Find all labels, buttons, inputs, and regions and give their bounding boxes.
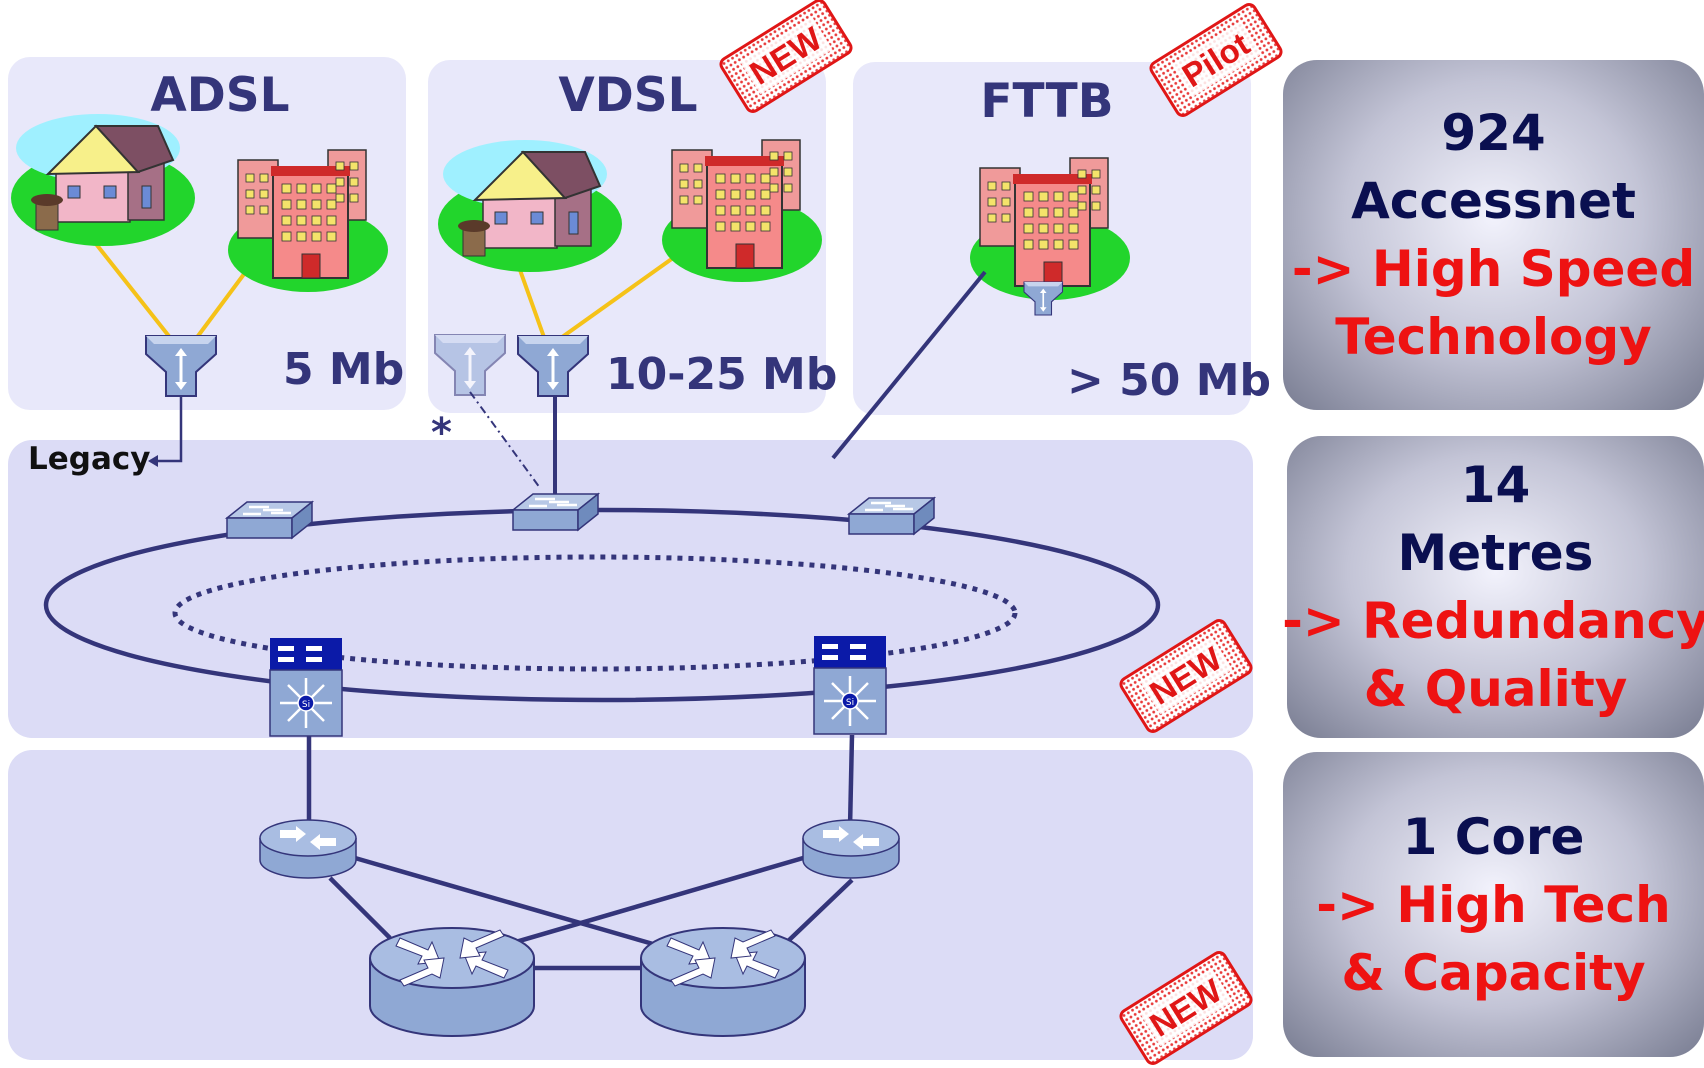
fttb-fiber [831, 270, 987, 460]
adsl-speed: 5 Mb [283, 344, 405, 395]
adsl-copper-lines [83, 228, 255, 342]
core-router-left-icon [259, 819, 357, 879]
adsl-dslam-icon [144, 334, 218, 398]
access-name: Accessnet [1351, 172, 1636, 230]
core-benefit-2: & Capacity [1341, 943, 1646, 1002]
core-panel [8, 750, 1253, 1060]
legacy-connector [150, 396, 183, 463]
access-benefit-1: -> High Speed [1291, 240, 1696, 298]
inner-ring [172, 554, 1018, 672]
planned-link [469, 391, 541, 489]
legacy-arrow-icon [148, 455, 158, 467]
asterisk-note: * [431, 410, 452, 456]
fttb-speed: > 50 Mb [1067, 355, 1272, 406]
planned-dslam-icon [433, 333, 507, 397]
core-links [306, 734, 855, 971]
core-router-large-right-icon [640, 927, 806, 1037]
vdsl-title: VDSL [558, 68, 698, 123]
vdsl-house-icon [437, 139, 623, 273]
metro-count: 14 [1460, 456, 1531, 514]
metro-switch-3-icon [847, 496, 936, 536]
core-router-large-left-icon [369, 927, 535, 1037]
core-benefit-1: -> High Tech [1316, 875, 1671, 934]
access-benefit-2: Technology [1335, 308, 1652, 366]
vdsl-speed: 10-25 Mb [606, 349, 838, 400]
metro-switch-1-icon [225, 500, 314, 540]
aggregation-switch-right-icon [812, 634, 888, 736]
metro-switch-2-icon [511, 492, 600, 532]
metro-panel [8, 440, 1253, 738]
adsl-apartment-icon [227, 149, 389, 293]
metro-benefit-2: & Quality [1363, 660, 1628, 718]
vdsl-apartment-icon [661, 139, 823, 283]
metro-info-box: 14 Metres -> Redundancy & Quality [1282, 436, 1704, 738]
fttb-title: FTTB [980, 74, 1114, 129]
adsl-title: ADSL [150, 68, 290, 123]
core-router-right-icon [802, 819, 900, 879]
core-count: 1 Core [1402, 807, 1585, 866]
adsl-house-icon [10, 113, 196, 247]
outer-ring [43, 507, 1161, 703]
aggregation-switch-left-icon [268, 636, 344, 738]
metro-benefit-1: -> Redundancy [1282, 592, 1704, 650]
fttb-apartment-icon [969, 157, 1131, 301]
access-count: 924 [1441, 104, 1546, 162]
legacy-label: Legacy [28, 441, 151, 477]
metro-name: Metres [1397, 524, 1594, 582]
vdsl-dslam-icon [516, 334, 590, 398]
access-info-box: 924 Accessnet -> High Speed Technology [1283, 60, 1704, 410]
core-info-box: 1 Core -> High Tech & Capacity [1283, 752, 1704, 1057]
